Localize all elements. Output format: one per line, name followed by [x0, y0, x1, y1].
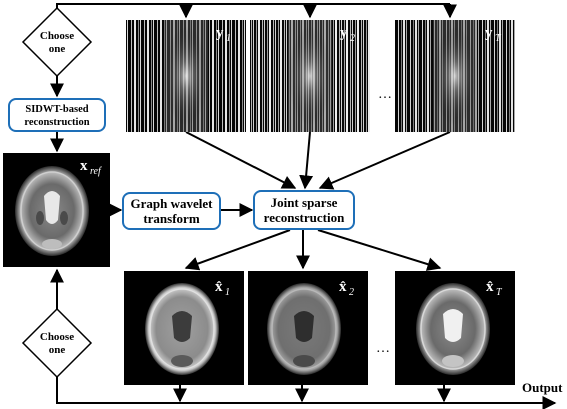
- yT-label: y: [485, 25, 493, 41]
- jsr-line1: Joint sparse: [271, 195, 338, 210]
- ellipsis-top: …: [378, 87, 392, 102]
- joint-sparse-box: Joint sparse reconstruction: [253, 190, 355, 230]
- reference-image: x ref: [3, 153, 110, 267]
- y2-sub: 2: [350, 33, 355, 44]
- kspace-image-2: y 2: [250, 20, 370, 132]
- sidwt-line2: reconstruction: [24, 117, 89, 128]
- xref-sub: ref: [90, 166, 102, 177]
- y1-sub: 1: [226, 33, 231, 44]
- x2-sub: 2: [349, 287, 354, 298]
- bottom-rail: [56, 373, 557, 409]
- xT-label: x̂: [486, 279, 494, 295]
- sidwt-box: SIDWT-based reconstruction: [8, 98, 106, 132]
- decision-top-line2: one: [49, 43, 66, 55]
- decision-bottom-line2: one: [49, 344, 66, 356]
- xT-sub: T: [496, 287, 503, 298]
- ellipsis-bottom: …: [376, 341, 390, 356]
- gwt-line1: Graph wavelet: [131, 196, 214, 211]
- decision-bottom-line1: Choose: [40, 331, 74, 343]
- arrow-jsr-to-xT: [317, 229, 442, 271]
- kspace-image-1: y 1: [126, 20, 246, 132]
- decision-top: Choose one: [21, 6, 93, 78]
- arrow-yT-to-jsr: [318, 131, 451, 190]
- recon-image-2: x̂ 2: [248, 271, 368, 385]
- kspace-image-T: y T: [395, 20, 515, 132]
- x1-sub: 1: [225, 287, 230, 298]
- connector-top-diamond-up: [56, 3, 450, 10]
- xref-label: x: [80, 158, 88, 174]
- x2-label: x̂: [339, 279, 347, 295]
- yT-sub: T: [495, 33, 502, 44]
- graph-wavelet-box: Graph wavelet transform: [122, 192, 221, 230]
- decision-bottom: Choose one: [21, 307, 93, 379]
- gwt-line2: transform: [143, 211, 199, 226]
- arrow-y2-to-jsr: [299, 131, 314, 190]
- recon-image-1: x̂ 1: [124, 271, 244, 385]
- arrow-y1-to-jsr: [185, 131, 297, 189]
- x1-label: x̂: [215, 279, 223, 295]
- recon-image-T: x̂ T: [395, 271, 515, 385]
- jsr-line2: reconstruction: [264, 210, 345, 225]
- arrow-jsr-to-x1: [184, 229, 291, 271]
- output-label: Output: [522, 380, 563, 395]
- decision-top-line1: Choose: [40, 30, 74, 42]
- sidwt-line1: SIDWT-based: [25, 104, 88, 115]
- y1-label: y: [216, 25, 224, 41]
- y2-label: y: [340, 25, 348, 41]
